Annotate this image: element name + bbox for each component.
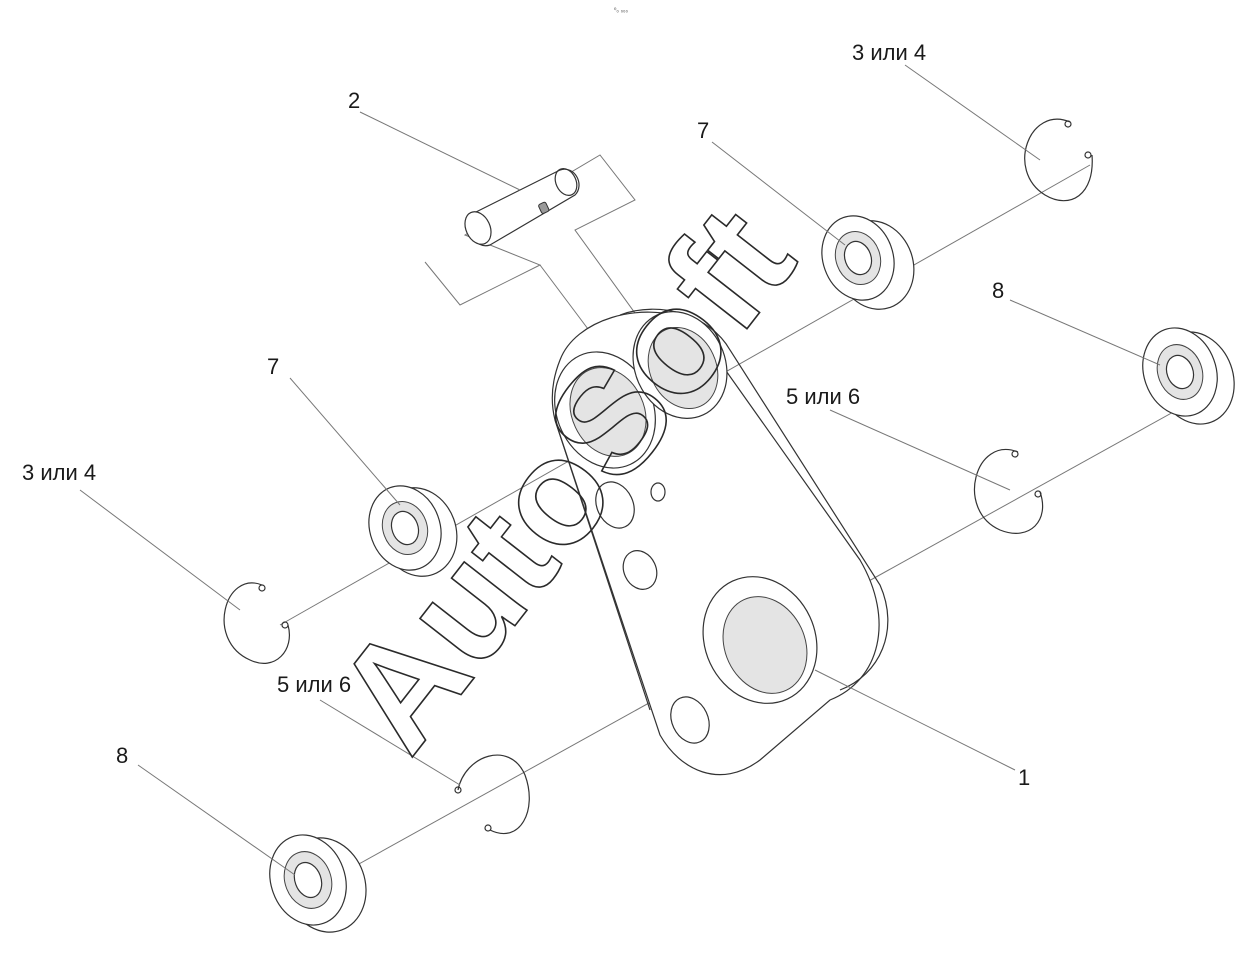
callout-3-4-left: 3 или 4 — [22, 460, 96, 485]
callout-3-4-top: 3 или 4 — [852, 40, 926, 65]
part-1-lever — [551, 308, 889, 776]
bearing-8-bottom — [269, 834, 367, 933]
ring-3-4-top-right — [1024, 118, 1093, 202]
bearing-7-left — [368, 485, 458, 577]
part-2-pin — [464, 168, 580, 247]
leader-lines — [79, 64, 1161, 876]
diagram-code: ⁰₀ ₀₀₀ — [614, 7, 629, 14]
callout-5-6-bottom: 5 или 6 — [277, 672, 351, 697]
callout-1: 1 — [1018, 765, 1030, 790]
callout-8-right: 8 — [992, 278, 1004, 303]
callout-8-bottom: 8 — [116, 743, 128, 768]
ring-5-6-right — [974, 449, 1044, 534]
ring-3-4-left — [223, 582, 290, 664]
callout-7-top: 7 — [697, 118, 709, 143]
bearing-7-top — [821, 215, 915, 310]
ring-5-6-bottom — [454, 754, 530, 835]
bearing-8-right — [1142, 327, 1235, 425]
callout-2: 2 — [348, 88, 360, 113]
callout-7-left: 7 — [267, 354, 279, 379]
callout-5-6-right: 5 или 6 — [786, 384, 860, 409]
